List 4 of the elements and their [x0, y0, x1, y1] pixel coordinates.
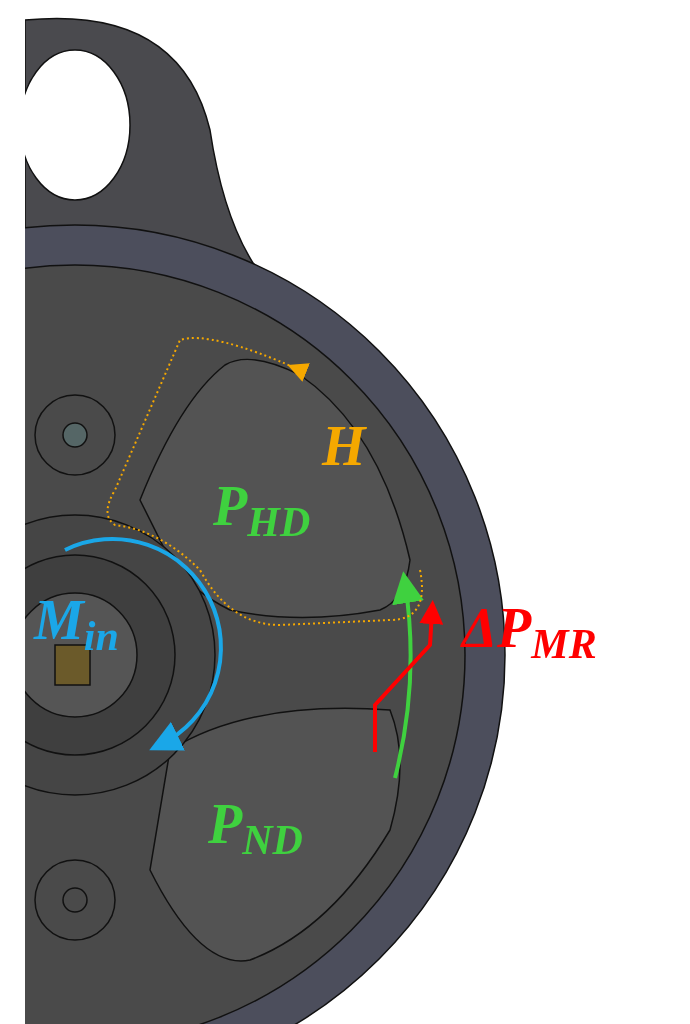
- symbol-label: H: [322, 418, 366, 474]
- symbol-label: P$_{HD}$: [213, 478, 311, 534]
- symbol-label: M$_{in}$: [34, 592, 119, 648]
- symbol-label: P$_{ND}$: [208, 796, 303, 852]
